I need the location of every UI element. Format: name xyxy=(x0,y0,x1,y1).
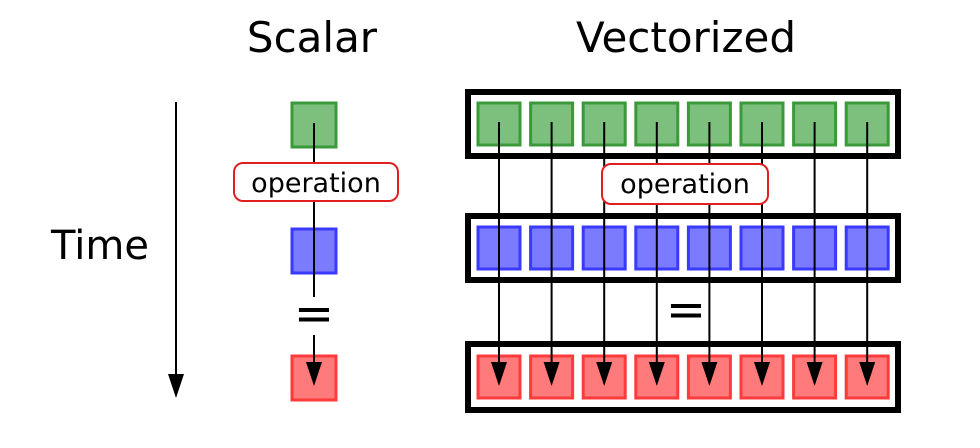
vectorized-column: operation = xyxy=(465,89,901,413)
vector-lane-arrow-head xyxy=(806,362,823,386)
vector-lane-arrow-head xyxy=(491,362,507,386)
time-arrow-head xyxy=(168,374,184,398)
time-label: Time xyxy=(50,223,149,269)
vector-lanes xyxy=(476,101,890,400)
vector-operation-label: operation xyxy=(620,169,750,200)
vector-equals-backdrop xyxy=(668,292,706,330)
scalar-title: Scalar xyxy=(247,13,378,62)
vector-lane-arrow-head xyxy=(859,362,876,386)
scalar-equals-sign: = xyxy=(294,286,334,342)
scalar-column: operation = xyxy=(233,101,399,402)
scalar-flow-arrow-head xyxy=(306,362,322,386)
scalar-operation-box xyxy=(233,162,399,202)
vector-equals-sign: = xyxy=(666,282,706,338)
vector-lane-arrow-head xyxy=(701,362,718,386)
vector-lane-arrow-head xyxy=(648,362,665,386)
vector-operation-box xyxy=(601,163,769,205)
vector-lane-arrow-head xyxy=(596,362,613,386)
vector-lane-arrow-head xyxy=(754,362,770,386)
scalar-operation-label: operation xyxy=(251,168,381,199)
scalar-equals-backdrop xyxy=(298,297,330,335)
vector-lane-arrow-head xyxy=(543,362,560,386)
vectorized-title: Vectorized xyxy=(576,13,796,62)
time-axis xyxy=(168,102,184,398)
